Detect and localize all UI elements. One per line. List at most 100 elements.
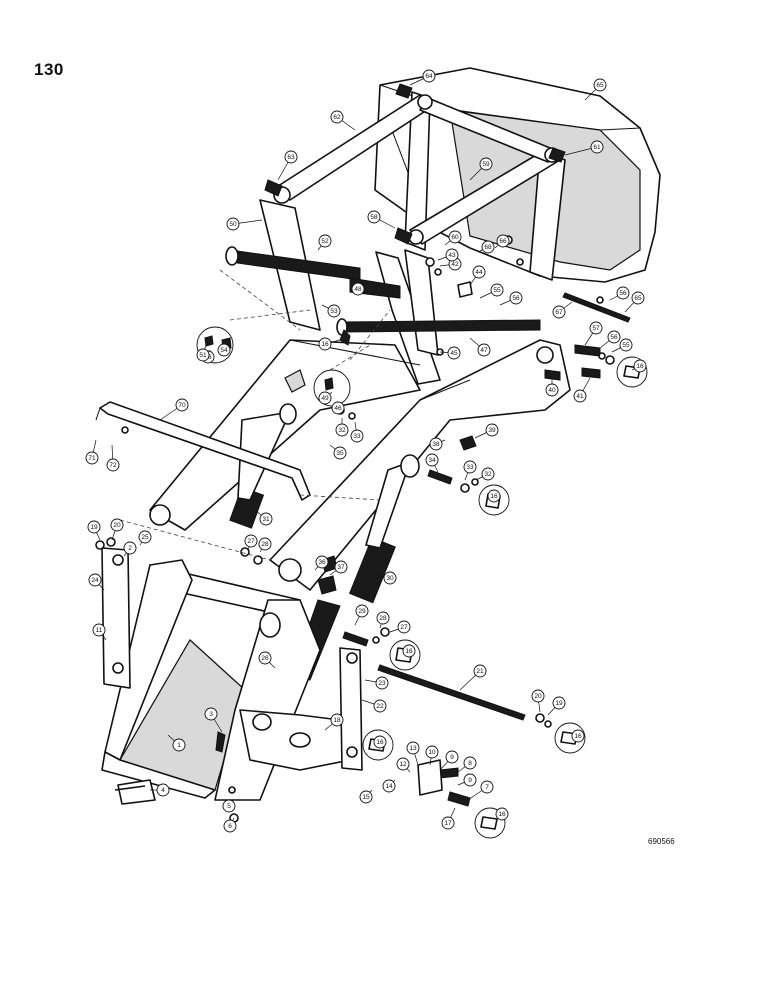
callout-circle (441, 816, 455, 830)
callout-label: 11 (96, 627, 103, 634)
callout-1: 1 (167, 734, 186, 752)
callout-54: 54 (217, 343, 231, 357)
callout-label: 40 (548, 387, 556, 394)
callout-label: 8 (468, 760, 472, 767)
callout-circle (481, 240, 495, 254)
callout-16: 16 (318, 337, 341, 351)
callout-circle (472, 265, 486, 279)
callout-circle (479, 157, 493, 171)
callout-52: 52 (317, 234, 332, 251)
callout-circle (631, 291, 645, 305)
callout-circle (138, 530, 152, 544)
callout-20: 20 (110, 518, 124, 541)
callout-circle (571, 729, 585, 743)
callout-circle (327, 304, 341, 318)
callout-19: 19 (87, 520, 101, 541)
callout-14: 14 (382, 779, 396, 793)
callout-label: 61 (593, 144, 601, 151)
callout-11: 11 (92, 623, 107, 641)
callout-label: 59 (482, 161, 490, 168)
callout-label: 35 (336, 450, 344, 457)
callout-36: 36 (314, 555, 329, 571)
callout-label: 5 (227, 803, 231, 810)
callout-55: 55 (479, 283, 504, 299)
callout-label: 15 (362, 794, 370, 801)
callout-circle (258, 537, 272, 551)
callout-41: 41 (573, 377, 591, 403)
callout-33: 33 (463, 460, 477, 481)
callout-label: 20 (113, 522, 121, 529)
callout-circle (373, 735, 387, 749)
callout-label: 50 (229, 221, 237, 228)
callout-circle (373, 699, 387, 713)
callout-51: 51 (196, 344, 210, 362)
callout-30: 30 (374, 571, 397, 585)
callout-circle (593, 78, 607, 92)
callout-label: 33 (353, 433, 361, 440)
callout-label: 13 (409, 745, 417, 752)
callout-circle (480, 780, 494, 794)
callout-label: 9 (468, 777, 472, 784)
callout-circle (447, 346, 461, 360)
upper-links (273, 94, 561, 245)
callout-label: 55 (622, 342, 630, 349)
callout-31: 31 (254, 509, 273, 526)
callout-circle (204, 707, 218, 721)
callout-circle (448, 230, 462, 244)
callout-label: 28 (379, 615, 387, 622)
callout-label: 55 (493, 287, 501, 294)
callout-circle (217, 343, 231, 357)
callout-71: 71 (85, 439, 99, 465)
callout-circle (445, 248, 459, 262)
callout-57: 57 (584, 321, 603, 346)
callout-6: 6 (223, 817, 237, 833)
main-frame (101, 559, 351, 801)
callout-circle (425, 453, 439, 467)
loader-arms (149, 339, 571, 591)
callout-label: 66 (499, 238, 507, 245)
callout-circle (351, 282, 365, 296)
callout-label: 12 (399, 761, 407, 768)
callout-label: 68 (484, 244, 492, 251)
callout-label: 28 (261, 541, 269, 548)
callout-circle (375, 676, 389, 690)
callout-circle (330, 110, 344, 124)
callout-13: 13 (406, 741, 420, 766)
callout-39: 39 (474, 423, 499, 439)
callout-circle (619, 338, 633, 352)
callout-label: 64 (425, 73, 433, 80)
callout-circle (473, 664, 487, 678)
callout-label: 52 (321, 238, 329, 245)
callout-label: 43 (448, 252, 456, 259)
callout-66: 66 (494, 234, 510, 249)
callout-64: 64 (409, 69, 436, 86)
callout-circle (589, 321, 603, 335)
callout-18: 18 (324, 713, 344, 731)
callout-32: 32 (335, 418, 349, 437)
callout-28: 28 (258, 537, 272, 553)
callout-circle (222, 799, 236, 813)
callout-70: 70 (159, 398, 189, 421)
callout-20: 20 (531, 689, 545, 713)
callout-circle (383, 571, 397, 585)
callout-61: 61 (564, 140, 604, 156)
callout-circle (334, 560, 348, 574)
callout-label: 27 (400, 624, 408, 631)
callout-circle (318, 337, 332, 351)
callout-label: 37 (337, 564, 345, 571)
callout-circle (487, 489, 501, 503)
callout-label: 49 (321, 395, 329, 402)
callout-label: 51 (199, 352, 207, 359)
callout-label: 4 (161, 787, 165, 794)
callout-label: 16 (490, 493, 498, 500)
callout-label: 36 (318, 559, 326, 566)
callout-label: 29 (358, 608, 366, 615)
callout-circle (110, 518, 124, 532)
callout-10: 10 (425, 745, 439, 766)
callout-layer: 1234567899101112131415161616161616161617… (85, 69, 647, 833)
callout-3: 3 (204, 707, 223, 733)
callout-circle (422, 69, 436, 83)
callout-circle (172, 738, 186, 752)
callout-49: 49 (318, 391, 333, 405)
callout-circle (425, 745, 439, 759)
